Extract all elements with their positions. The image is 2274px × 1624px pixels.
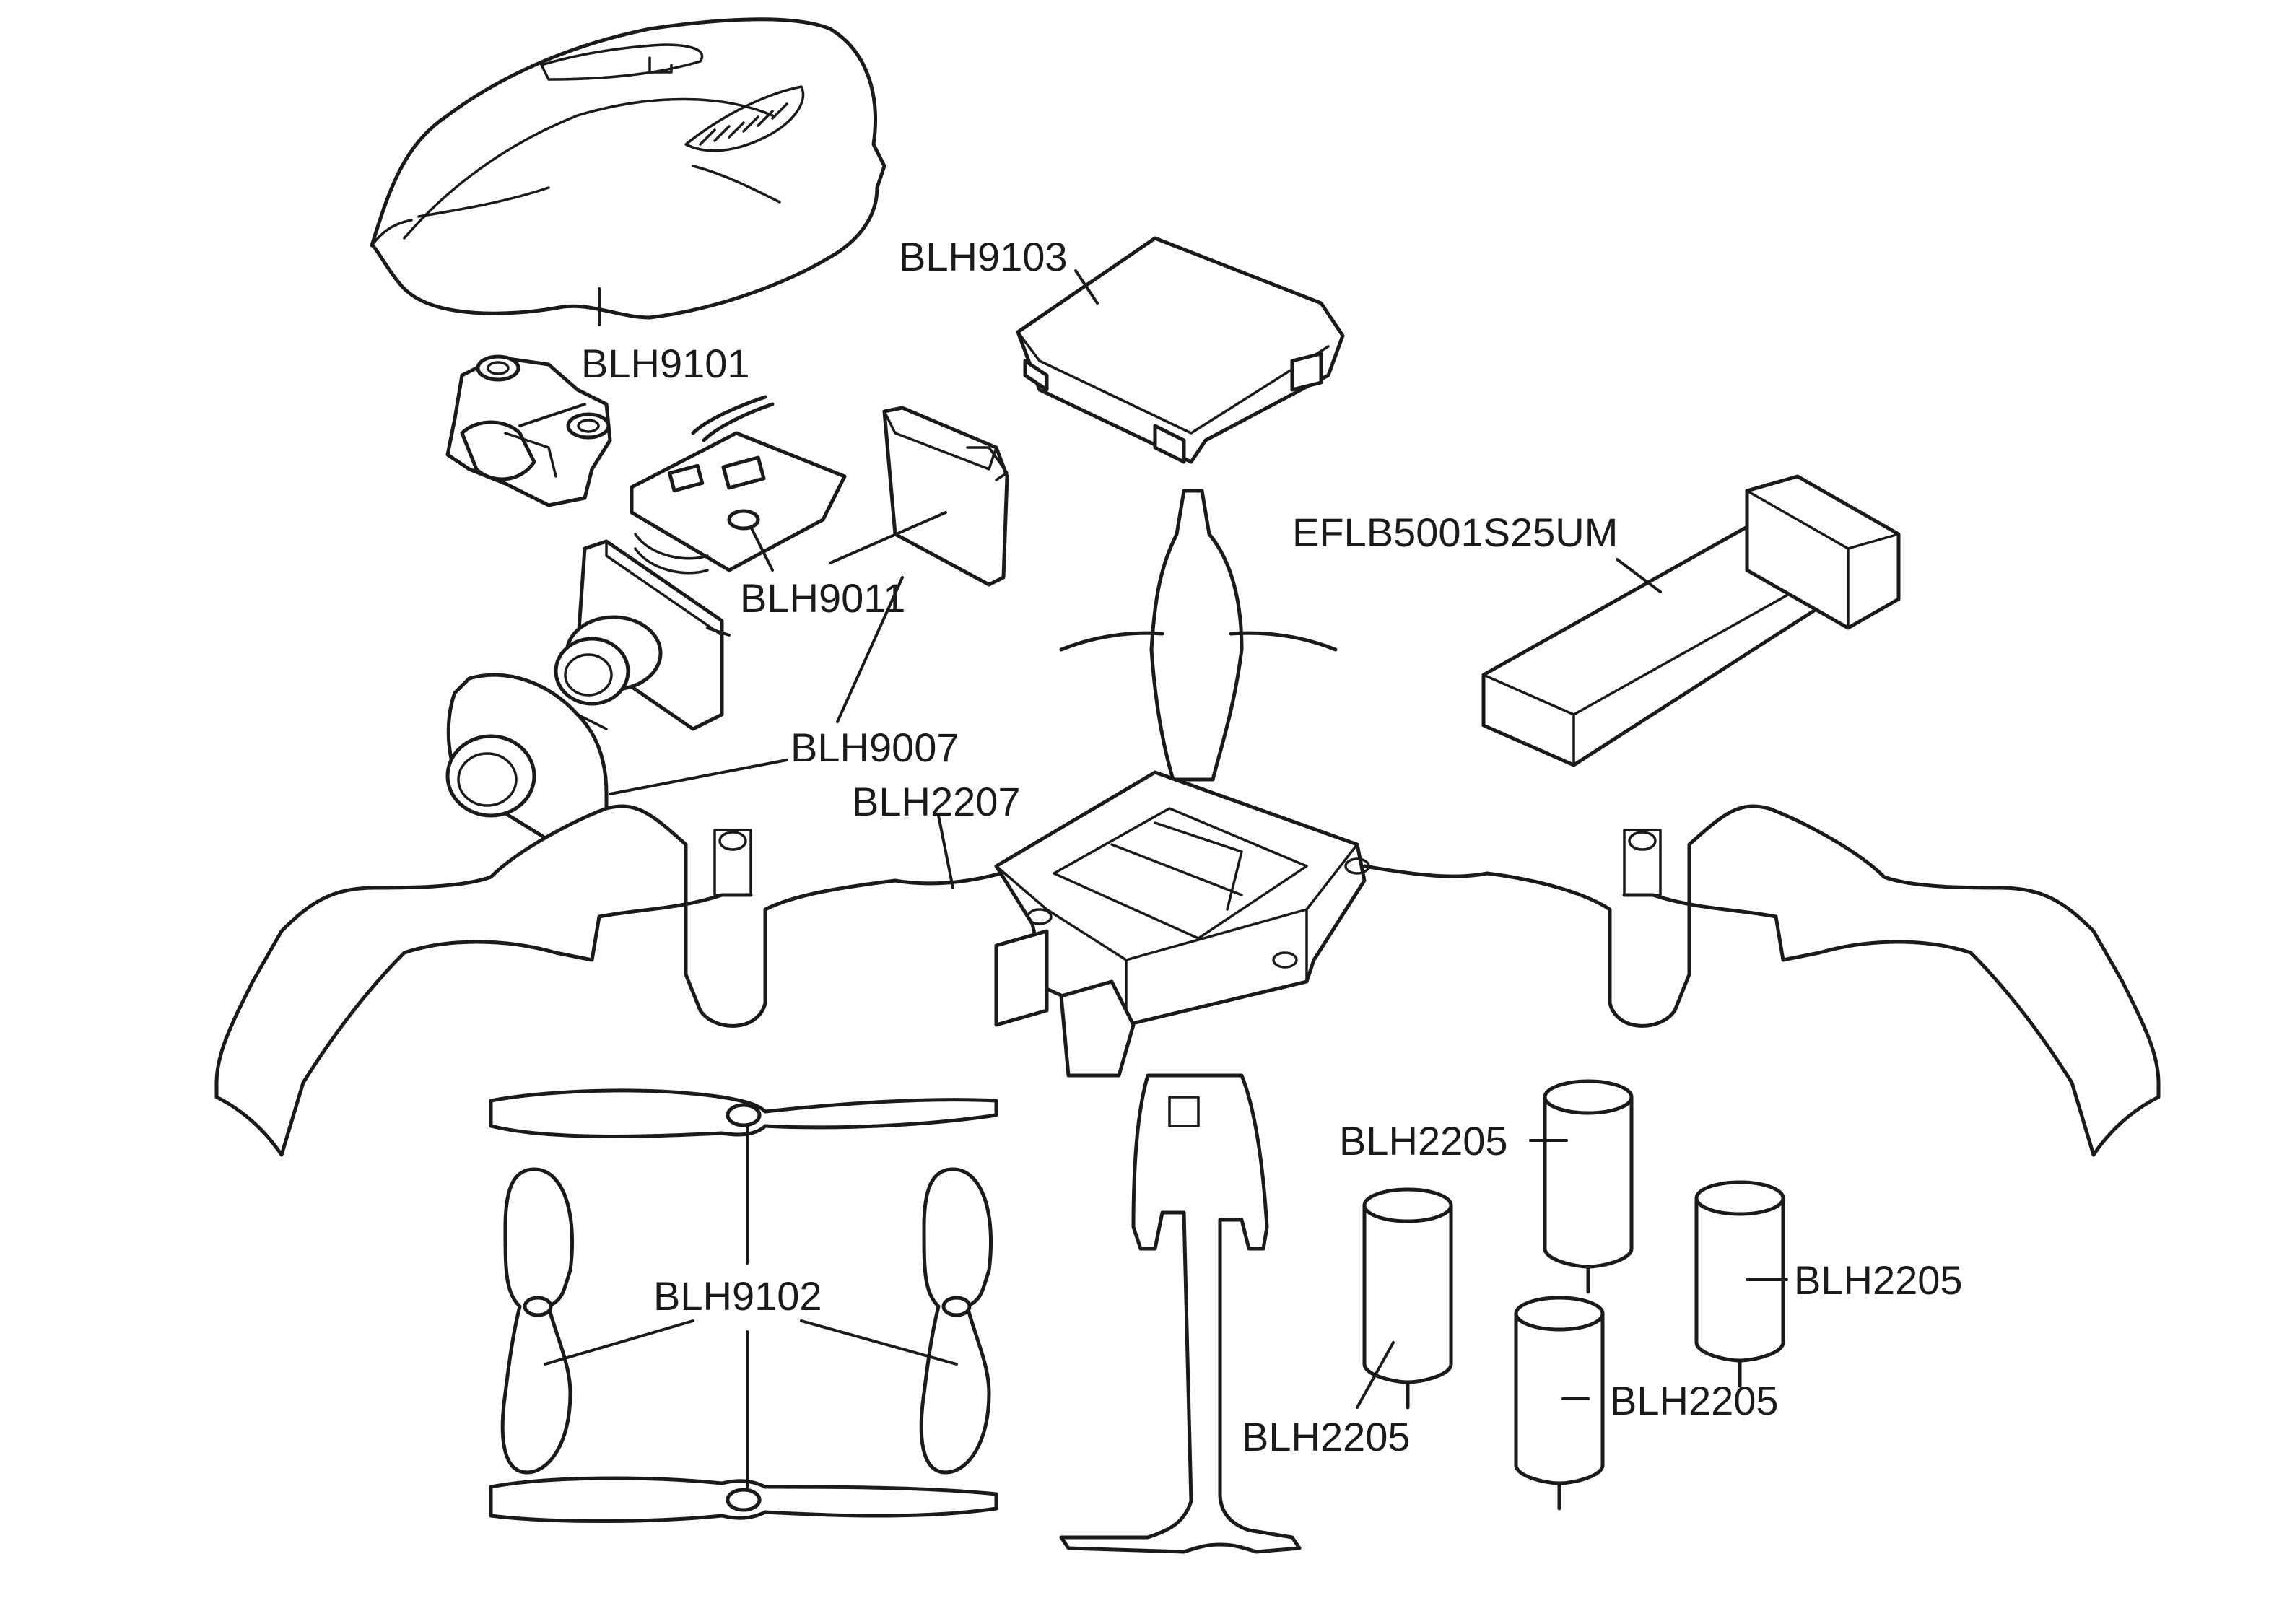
canopy-drawing	[370, 17, 886, 320]
label-eflb5001s25um: EFLB5001S25UM	[1292, 510, 1618, 555]
camera-body-drawing	[554, 539, 724, 731]
circuit-board-drawing	[630, 395, 847, 575]
label-blh9011: BLH9011	[740, 575, 905, 621]
label-blh2207: BLH2207	[852, 779, 1021, 824]
battery-drawing	[1481, 474, 1901, 767]
propellers-drawing	[489, 1088, 998, 1523]
battery-cover-drawing	[1016, 236, 1345, 464]
motors-drawing	[1362, 1079, 1785, 1511]
camera-mount-drawing	[445, 354, 612, 507]
label-blh9007: BLH9007	[790, 725, 959, 770]
label-blh2205-left: BLH2205	[1242, 1414, 1411, 1459]
label-blh9102: BLH9102	[653, 1273, 822, 1319]
label-blh2205-upper: BLH2205	[1339, 1118, 1508, 1164]
label-blh9103: BLH9103	[899, 234, 1068, 279]
frame-drawing	[214, 489, 2161, 1554]
label-blh9101: BLH9101	[581, 341, 750, 386]
camera-cover-drawing	[445, 673, 609, 854]
label-blh2205-lower: BLH2205	[1610, 1378, 1779, 1423]
side-plate-drawing	[882, 406, 1009, 587]
label-blh2205-right: BLH2205	[1794, 1257, 1963, 1303]
leader-lines	[518, 269, 1788, 1488]
